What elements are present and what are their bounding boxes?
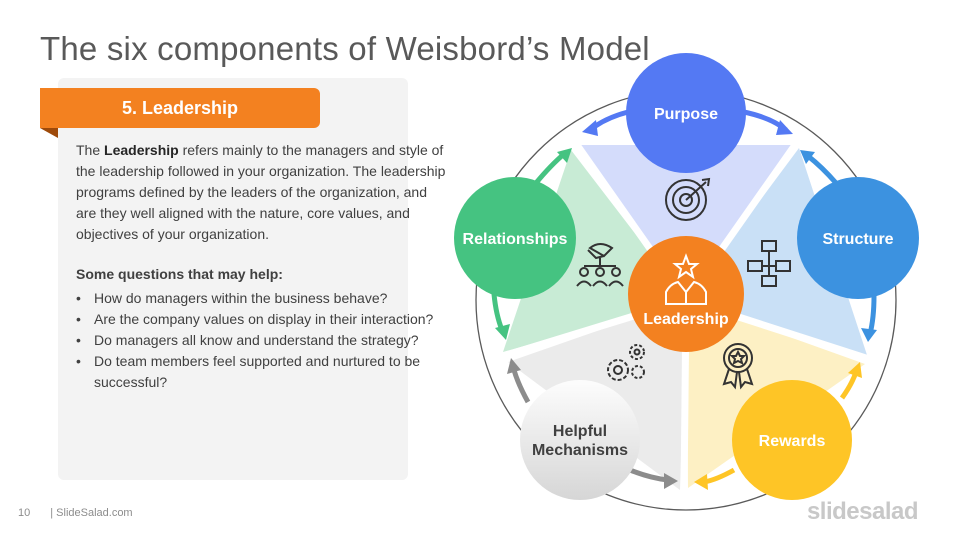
arrow-structure-up xyxy=(806,154,838,185)
arrowhead xyxy=(664,473,678,489)
footer-site: | SlideSalad.com xyxy=(50,507,133,519)
node-relationships xyxy=(454,177,576,299)
node-structure-label: Structure xyxy=(822,231,893,248)
node-relationships-label: Relationships xyxy=(463,231,568,248)
description-bold: Leadership xyxy=(104,142,179,158)
questions-list: How do managers within the business beha… xyxy=(76,288,456,393)
node-purpose-label: Purpose xyxy=(654,106,718,123)
arrow-mechanisms-up xyxy=(511,369,531,404)
arrowhead xyxy=(848,362,862,378)
section-heading: 5. Leadership xyxy=(40,88,320,128)
arrowhead xyxy=(776,120,793,135)
description: The Leadership refers mainly to the mana… xyxy=(76,142,446,242)
leader-star-icon xyxy=(665,253,707,305)
team-handshake-icon xyxy=(576,243,624,287)
node-helpful-mechanisms xyxy=(520,380,640,500)
brand-logo: slidesalad xyxy=(806,498,919,525)
arrowhead xyxy=(800,150,815,164)
node-rewards-label: Rewards xyxy=(759,433,826,450)
heading-fold xyxy=(40,128,58,138)
slide-title: The six components of Weisbord’s Model xyxy=(40,30,650,67)
question-item: Do managers all know and understand the … xyxy=(76,330,456,351)
node-helpful-mechanisms-label-line1: Helpful xyxy=(553,423,607,440)
node-rewards xyxy=(732,380,852,500)
gears-icon xyxy=(607,344,645,381)
node-purpose xyxy=(626,53,746,173)
arrow-relationships-up xyxy=(534,152,566,185)
content-panel xyxy=(58,78,408,480)
arrowhead xyxy=(495,324,510,340)
arrowhead xyxy=(507,358,521,374)
node-helpful-mechanisms-label-line2: Mechanisms xyxy=(532,442,628,459)
question-item: How do managers within the business beha… xyxy=(76,288,456,309)
arrowhead xyxy=(861,328,877,342)
node-leadership-label: Leadership xyxy=(643,311,729,328)
arrow-relationships-down xyxy=(491,293,505,331)
sector-purpose xyxy=(579,145,791,300)
question-item: Are the company values on display in the… xyxy=(76,309,456,330)
org-chart-icon xyxy=(747,240,791,287)
questions-heading: Some questions that may help: xyxy=(76,266,283,282)
arrow-structure-down xyxy=(867,295,877,335)
question-item: Do team members feel supported and nurtu… xyxy=(76,351,456,393)
arrowhead xyxy=(582,120,598,136)
arrowhead xyxy=(557,148,572,163)
target-icon xyxy=(665,177,711,221)
arrowhead xyxy=(694,474,708,490)
page-number: 10 xyxy=(18,507,31,519)
node-structure xyxy=(797,177,919,299)
footer: 10 | SlideSalad.com xyxy=(18,507,133,519)
medal-icon xyxy=(722,343,754,390)
